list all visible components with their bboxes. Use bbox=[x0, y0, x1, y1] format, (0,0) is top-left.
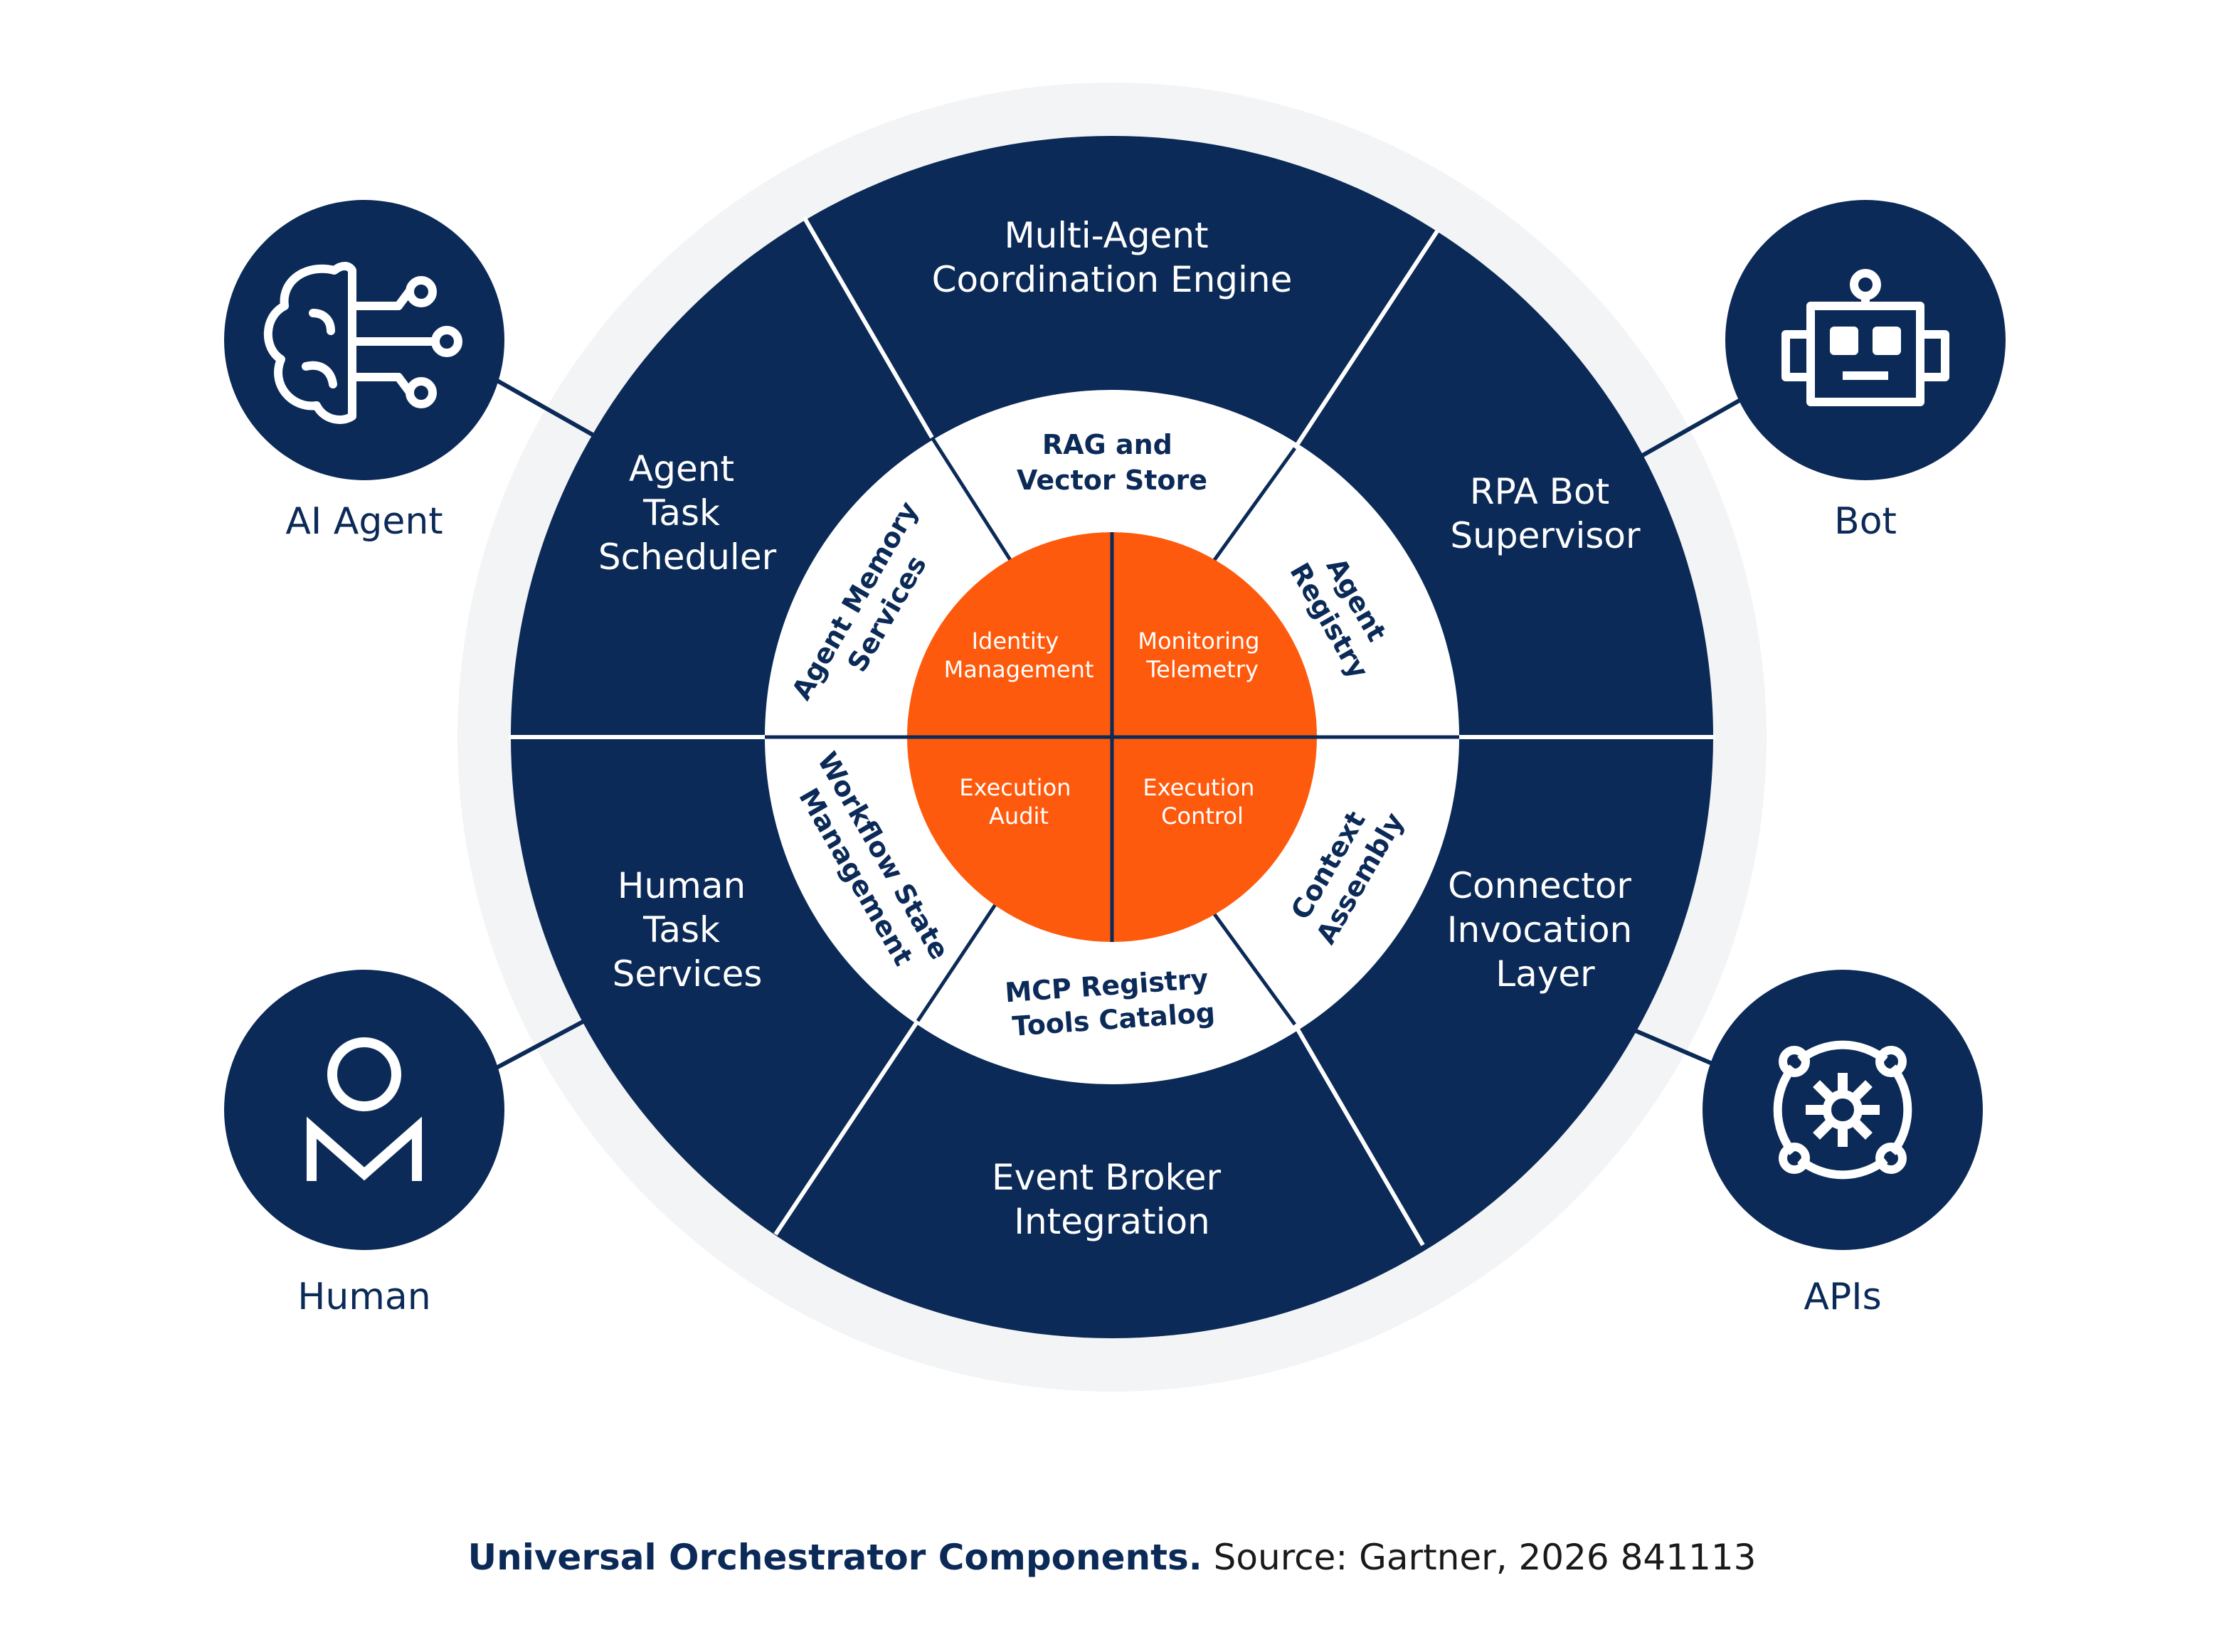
core-bottom-right-label: Execution Control bbox=[1143, 774, 1261, 830]
segment-bottom-right-label: Connector Invocation Layer bbox=[1447, 865, 1643, 995]
actor-apis-label: APIs bbox=[1804, 1276, 1881, 1318]
actor-apis: APIs bbox=[1703, 970, 1983, 1318]
gear-network-icon bbox=[1773, 1040, 1912, 1180]
segment-bottom-left-label: Human Task Services bbox=[613, 865, 763, 995]
core-top-left-label: Identity Management bbox=[944, 628, 1094, 683]
figure-caption: Universal Orchestrator Components. Sourc… bbox=[0, 1537, 2224, 1578]
actor-bot: Bot bbox=[1725, 200, 2006, 543]
brain-circuit-icon bbox=[263, 262, 462, 424]
core-top-right-label: Monitoring Telemetry bbox=[1138, 628, 1266, 683]
inner-dividers bbox=[765, 436, 1459, 1026]
actor-connectors bbox=[489, 375, 1744, 1073]
ring-top-label: RAG and Vector Store bbox=[1017, 429, 1207, 496]
actor-ai-agent-label: AI Agent bbox=[285, 500, 443, 543]
robot-icon bbox=[1781, 269, 1949, 406]
outer-dividers bbox=[509, 216, 1715, 1246]
actor-human-label: Human bbox=[297, 1276, 431, 1318]
segment-top-right-label: RPA Bot Supervisor bbox=[1450, 471, 1641, 556]
caption-source: Source: Gartner, 2026 841113 bbox=[1202, 1537, 1757, 1578]
segment-top-label: Multi-Agent Coordination Engine bbox=[932, 215, 1293, 300]
segment-bottom-label: Event Broker Integration bbox=[992, 1157, 1232, 1242]
actor-ai-agent: AI Agent bbox=[224, 200, 504, 543]
segment-top-left-label: Agent Task Scheduler bbox=[598, 448, 777, 578]
actor-human: Human bbox=[224, 970, 504, 1318]
person-icon bbox=[307, 1037, 422, 1181]
core-dividers bbox=[907, 532, 1317, 942]
core-bottom-left-label: Execution Audit bbox=[959, 774, 1078, 830]
actor-bot-label: Bot bbox=[1834, 500, 1897, 543]
caption-title: Universal Orchestrator Components. bbox=[467, 1537, 1202, 1578]
